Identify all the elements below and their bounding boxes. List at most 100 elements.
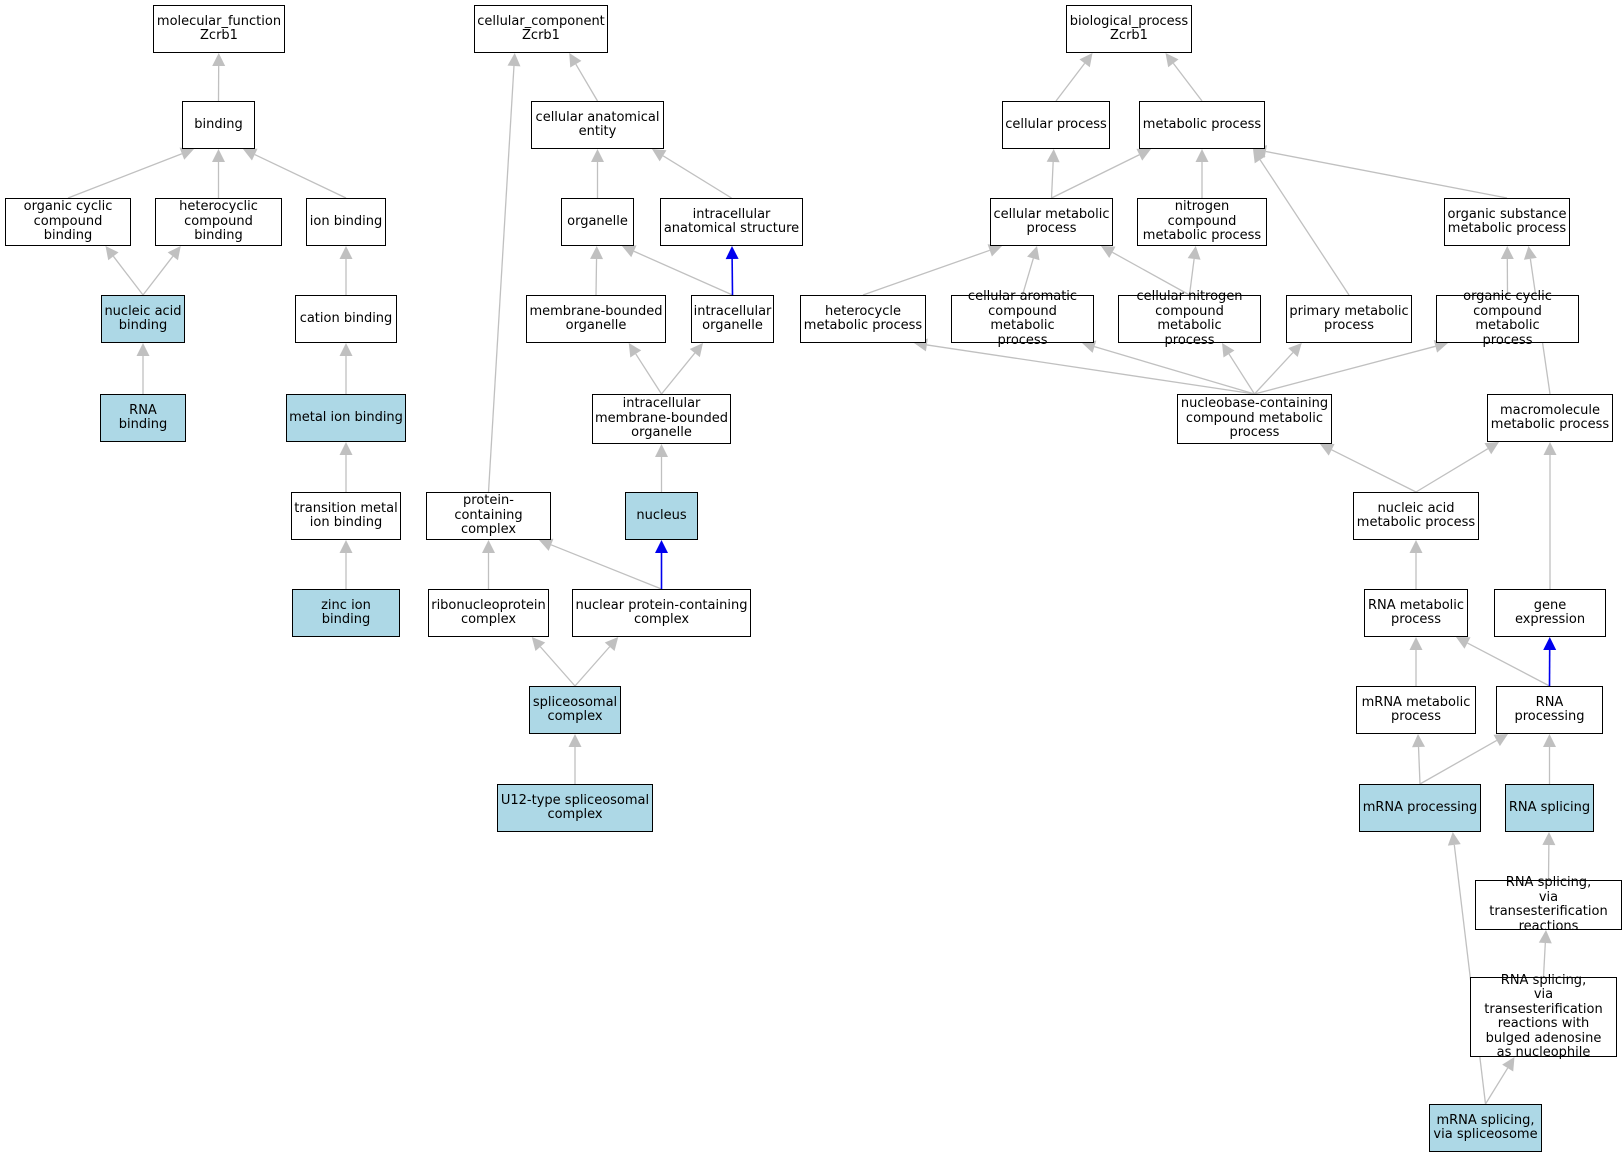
node-protein-containing-complex[interactable]: protein-containing complex: [426, 492, 551, 540]
node-nuclear-protein-containing-complex[interactable]: nuclear protein-containing complex: [572, 589, 751, 637]
node-organelle[interactable]: organelle: [561, 198, 634, 246]
edge-line: [660, 352, 696, 395]
edge-arrowhead: [1187, 246, 1201, 260]
node-nucleic-acid-binding[interactable]: nucleic acid binding: [101, 295, 185, 343]
node-cellular-anatomical-entity[interactable]: cellular anatomical entity: [531, 101, 664, 149]
edge-cation_binding-to-ion_binding: [339, 246, 353, 295]
node-transition-metal-ion-binding[interactable]: transition metal ion binding: [291, 492, 401, 540]
node-gene-expression[interactable]: gene expression: [1494, 589, 1606, 637]
node-heterocyclic-compound-binding[interactable]: heterocyclic compound binding: [155, 198, 282, 246]
edge-arrowhead: [1253, 149, 1266, 164]
edge-arrowhead: [1165, 53, 1179, 68]
node-cation-binding[interactable]: cation binding: [295, 295, 397, 343]
edge-nucleic_acid_binding-to-organic_cyclic_compound_binding: [105, 246, 144, 296]
edge-line: [1228, 353, 1256, 395]
node-spliceosomal-complex[interactable]: spliceosomal complex: [529, 686, 621, 734]
edge-arrowhead: [136, 343, 150, 356]
node-ribonucleoprotein-complex[interactable]: ribonucleoprotein complex: [428, 589, 549, 637]
node-membrane-bounded-organelle[interactable]: membrane-bounded organelle: [526, 295, 666, 343]
edge-metabolic_process-to-bp_root: [1165, 53, 1203, 102]
edge-line: [1415, 448, 1489, 493]
node-mrna-splicing-via-spliceosome[interactable]: mRNA splicing, via spliceosome: [1429, 1104, 1542, 1152]
edge-line: [1188, 258, 1195, 296]
edge-arrowhead: [1195, 149, 1209, 162]
node-organic-substance-metabolic-process[interactable]: organic substance metabolic process: [1444, 198, 1570, 246]
edge-mrna_metabolic_process-to-rna_metabolic_process: [1409, 637, 1423, 686]
edge-arrowhead: [1320, 444, 1335, 456]
node-cellular-metabolic-process[interactable]: cellular metabolic process: [990, 198, 1113, 246]
node-bp-root[interactable]: biological_process Zcrb1: [1066, 5, 1192, 53]
node-organic-cyclic-compound-metabolic-process[interactable]: organic cyclic compound metabolic proces…: [1436, 289, 1579, 347]
node-cellular-process[interactable]: cellular process: [1002, 101, 1110, 149]
edge-arrowhead: [987, 244, 1002, 257]
edge-nucleobase_containing_compound_metabolic_process-to-cellular_nitrogen_compound_metabolic_process: [1222, 343, 1256, 395]
node-metabolic-process[interactable]: metabolic process: [1139, 101, 1265, 149]
edge-organic_substance_metabolic_process-to-metabolic_process: [1253, 145, 1508, 199]
edge-line: [662, 155, 732, 199]
node-heterocycle-metabolic-process[interactable]: heterocycle metabolic process: [800, 295, 926, 343]
edge-nuclear_protein_containing_complex-to-protein_containing_complex: [539, 538, 662, 590]
node-cellular-nitrogen-compound-metabolic-process[interactable]: cellular nitrogen compound metabolic pro…: [1118, 289, 1261, 347]
edge-arrowhead: [1288, 343, 1302, 357]
edge-mrna_splicing_via_spliceosome-to-rna_splicing_bulged_adenosine: [1484, 1057, 1515, 1105]
node-mrna-metabolic-process[interactable]: mRNA metabolic process: [1356, 686, 1476, 734]
node-binding[interactable]: binding: [182, 101, 255, 149]
node-ion-binding[interactable]: ion binding: [306, 198, 386, 246]
edge-line: [254, 153, 347, 199]
node-mrna-processing[interactable]: mRNA processing: [1359, 784, 1481, 832]
node-rna-metabolic-process[interactable]: RNA metabolic process: [1364, 589, 1468, 637]
node-nucleus[interactable]: nucleus: [625, 492, 698, 540]
node-rna-splicing-bulged-adenosine[interactable]: RNA splicing, via transesterification re…: [1470, 973, 1617, 1060]
node-cellular-aromatic-compound-metabolic-process[interactable]: cellular aromatic compound metabolic pro…: [951, 289, 1094, 347]
edge-line: [926, 344, 1255, 395]
node-rna-processing[interactable]: RNA processing: [1496, 686, 1603, 734]
node-intracellular-organelle[interactable]: intracellular organelle: [691, 295, 774, 343]
node-metal-ion-binding[interactable]: metal ion binding: [286, 394, 406, 442]
node-cc-root[interactable]: cellular_component Zcrb1: [474, 5, 608, 53]
edge-spliceosomal_complex-to-nuclear_protein_containing_complex: [574, 637, 619, 687]
node-zinc-ion-binding[interactable]: zinc ion binding: [292, 589, 400, 637]
edge-intracellular_organelle-to-organelle: [622, 245, 733, 296]
node-rna-splicing[interactable]: RNA splicing: [1505, 784, 1594, 832]
edge-organic_cyclic_compound_metabolic_process-to-organic_substance_metabolic_process: [1500, 246, 1514, 296]
edge-arrowhead: [339, 540, 353, 553]
edge-line: [1112, 251, 1190, 296]
edge-rna_metabolic_process-to-nucleic_acid_metabolic_process: [1409, 540, 1423, 589]
node-mf-root[interactable]: molecular_function Zcrb1: [153, 5, 285, 53]
node-u12-spliceosomal-complex[interactable]: U12-type spliceosomal complex: [497, 784, 653, 832]
edge-arrowhead: [1502, 1057, 1515, 1072]
edge-nucleic_acid_metabolic_process-to-nucleobase_containing_compound_metabolic_process: [1320, 444, 1417, 493]
edge-rna_splicing_bulged_adenosine-to-rna_splicing_via_transesterification: [1538, 930, 1552, 978]
node-nucleic-acid-metabolic-process[interactable]: nucleic acid metabolic process: [1353, 492, 1479, 540]
node-intracellular-membrane-bounded-organelle[interactable]: intracellular membrane-bounded organelle: [592, 394, 731, 444]
node-organic-cyclic-compound-binding[interactable]: organic cyclic compound binding: [5, 198, 131, 246]
edge-cellular_metabolic_process-to-metabolic_process: [1051, 148, 1151, 199]
edge-arrowhead: [655, 540, 668, 553]
node-macromolecule-metabolic-process[interactable]: macromolecule metabolic process: [1487, 394, 1613, 442]
edge-arrowhead: [167, 246, 181, 261]
edge-line: [1051, 154, 1140, 199]
node-rna-binding[interactable]: RNA binding: [100, 394, 186, 442]
node-nitrogen-compound-metabolic-process[interactable]: nitrogen compound metabolic process: [1137, 198, 1267, 246]
edge-arrowhead: [1409, 540, 1423, 553]
edge-protein_containing_complex-to-cc_root: [487, 53, 521, 493]
node-intracellular-anatomical-structure[interactable]: intracellular anatomical structure: [660, 198, 803, 246]
edge-arrowhead: [1412, 734, 1426, 748]
edge-arrowhead: [482, 540, 495, 553]
node-rna-splicing-via-transesterification[interactable]: RNA splicing, via transesterification re…: [1475, 875, 1622, 933]
edge-metal_ion_binding-to-cation_binding: [339, 343, 353, 394]
edge-zinc_ion_binding-to-transition_metal_ion_binding: [339, 540, 353, 589]
node-nucleobase-containing-compound-metabolic-process[interactable]: nucleobase-containing compound metabolic…: [1177, 394, 1332, 444]
edge-line: [1254, 345, 1436, 395]
edge-arrowhead: [1543, 734, 1556, 747]
node-primary-metabolic-process[interactable]: primary metabolic process: [1286, 295, 1412, 343]
edge-arrowhead: [507, 53, 521, 67]
edge-arrowhead: [179, 147, 194, 160]
edge-line: [539, 646, 576, 687]
edge-line: [1542, 942, 1546, 978]
edge-nuclear_protein_containing_complex-to-nucleus: [655, 540, 668, 589]
edge-mrna_processing-to-rna_processing: [1419, 734, 1508, 785]
edge-line: [1265, 150, 1508, 199]
edge-line: [1331, 449, 1417, 493]
edge-arrowhead: [628, 343, 642, 358]
